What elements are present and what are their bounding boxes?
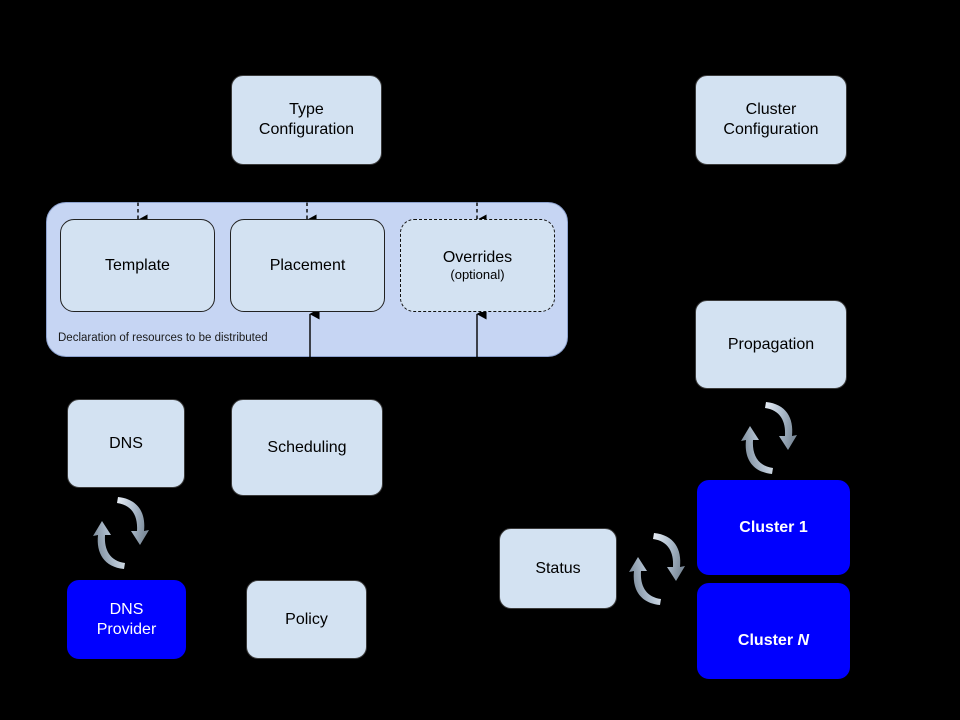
node-cluster-n[interactable]: Cluster N — [697, 583, 850, 679]
node-dns-provider-label: DNS Provider — [96, 600, 157, 638]
status-cluster-sync-icon — [624, 527, 690, 611]
node-dns-label: DNS — [109, 434, 143, 452]
node-placement[interactable]: Placement — [230, 219, 385, 312]
node-cluster-1[interactable]: Cluster 1 — [697, 480, 850, 575]
node-policy-label: Policy — [285, 610, 328, 628]
connector-typeconfig-template — [128, 196, 148, 228]
propagation-cluster-sync-icon — [736, 396, 802, 480]
node-overrides-sublabel: (optional) — [450, 267, 505, 283]
dns-sync-icon — [88, 491, 154, 575]
node-type-configuration-label: Type Configuration — [258, 101, 355, 138]
node-dns-provider[interactable]: DNS Provider — [67, 580, 186, 659]
node-placement-label: Placement — [269, 256, 346, 274]
connector-scheduling-placement — [300, 308, 320, 400]
node-template-label: Template — [105, 256, 170, 274]
node-overrides-label: Overrides — [442, 248, 513, 266]
node-type-configuration[interactable]: Type Configuration — [231, 75, 382, 165]
connector-typeconfig-placement — [297, 196, 317, 228]
node-propagation[interactable]: Propagation — [695, 300, 847, 389]
container-caption: Declaration of resources to be distribut… — [58, 332, 268, 344]
connector-overrides-inbound — [467, 308, 487, 400]
node-cluster-1-label: Cluster 1 — [739, 518, 808, 536]
node-overrides[interactable]: Overrides (optional) — [400, 219, 555, 312]
node-cluster-n-prefix: Cluster — [737, 632, 798, 649]
node-cluster-configuration-label: Cluster Configuration — [723, 101, 819, 138]
connector-typeconfig-overrides — [467, 196, 487, 228]
node-cluster-n-italic: N — [797, 632, 810, 649]
node-cluster-n-wrapper: Cluster N — [738, 611, 809, 650]
node-status-label: Status — [535, 559, 581, 577]
node-dns[interactable]: DNS — [67, 399, 185, 488]
node-template[interactable]: Template — [60, 219, 215, 312]
node-policy[interactable]: Policy — [246, 580, 367, 659]
node-scheduling-label: Scheduling — [267, 438, 347, 456]
node-scheduling[interactable]: Scheduling — [231, 399, 383, 496]
node-propagation-label: Propagation — [727, 335, 815, 353]
node-cluster-configuration[interactable]: Cluster Configuration — [695, 75, 847, 165]
node-status[interactable]: Status — [499, 528, 617, 609]
